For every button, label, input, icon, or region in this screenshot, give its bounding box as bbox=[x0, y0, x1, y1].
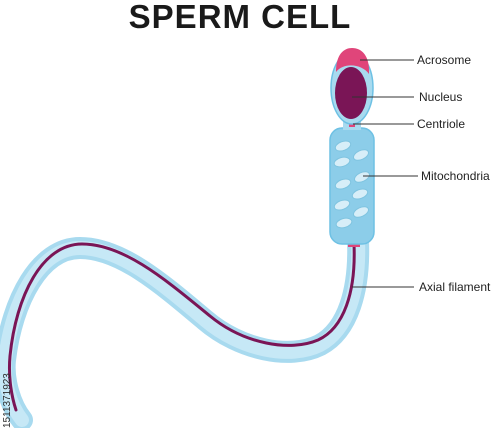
label-mitochondria: Mitochondria bbox=[421, 169, 490, 183]
acrosome bbox=[336, 48, 370, 74]
mitochondrion bbox=[353, 206, 369, 218]
leader-lines bbox=[352, 59, 418, 288]
mitochondrion bbox=[351, 188, 369, 200]
mitochondrion bbox=[354, 171, 370, 183]
mitochondria-group bbox=[333, 140, 370, 229]
mitochondrion bbox=[335, 217, 353, 229]
mitochondrion bbox=[333, 156, 351, 168]
label-acrosome: Acrosome bbox=[417, 53, 471, 67]
mitochondrion bbox=[333, 199, 351, 211]
label-nucleus: Nucleus bbox=[419, 90, 462, 104]
tail-sheath bbox=[0, 229, 370, 428]
label-centriole: Centriole bbox=[417, 117, 465, 131]
mitochondrion bbox=[334, 140, 352, 152]
mitochondrion bbox=[353, 149, 369, 161]
axial-filament bbox=[8, 242, 356, 412]
label-axial-filament: Axial filament bbox=[419, 280, 491, 294]
nucleus bbox=[335, 67, 367, 119]
stock-id: 1511371923 bbox=[2, 373, 13, 428]
mitochondrion bbox=[334, 178, 352, 190]
diagram-title: SPERM CELL bbox=[128, 0, 352, 35]
tail-sheath-edge bbox=[0, 233, 366, 427]
